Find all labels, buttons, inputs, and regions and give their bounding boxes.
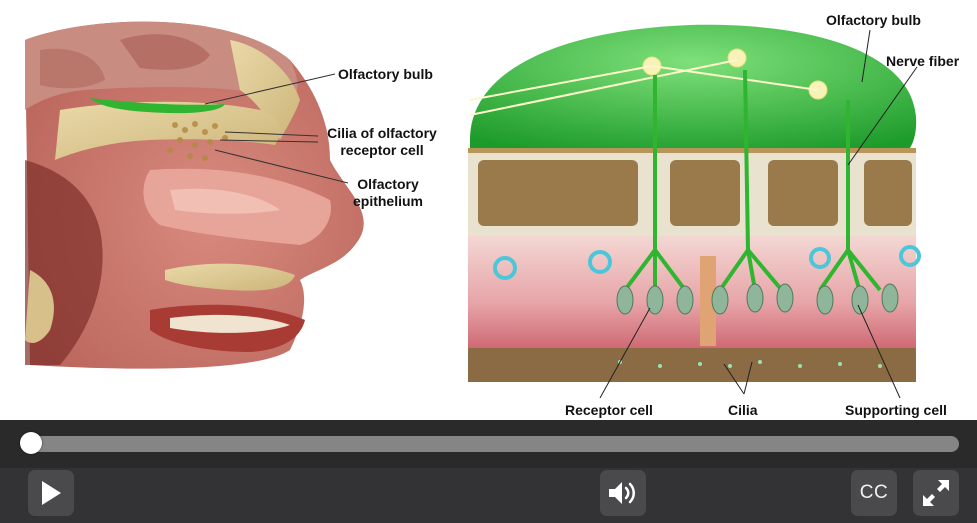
label-cilia-receptor-cell: Cilia of olfactory receptor cell [318, 125, 446, 159]
label-epithelium-line1: Olfactory [342, 176, 434, 193]
fullscreen-icon [921, 478, 951, 508]
label-cilia-receptor-line1: Cilia of olfactory [318, 125, 446, 142]
volume-button[interactable] [600, 470, 646, 516]
volume-icon [608, 480, 638, 506]
seek-track[interactable] [22, 436, 959, 452]
label-olfactory-epithelium: Olfactory epithelium [342, 176, 434, 210]
seek-handle[interactable] [20, 432, 42, 454]
video-control-bar: CC [0, 420, 977, 523]
play-icon [40, 480, 62, 506]
label-olfactory-bulb-right: Olfactory bulb [826, 12, 921, 29]
label-cilia-receptor-line2: receptor cell [318, 142, 446, 159]
label-olfactory-bulb-left: Olfactory bulb [338, 66, 433, 83]
play-button[interactable] [28, 470, 74, 516]
head-cross-section-illustration [0, 0, 460, 420]
label-supporting-cell: Supporting cell [845, 402, 947, 419]
video-frame: Olfactory bulb Cilia of olfactory recept… [0, 0, 977, 420]
progress-bar-area [0, 420, 977, 468]
captions-button[interactable]: CC [851, 470, 897, 516]
label-cilia: Cilia [728, 402, 758, 419]
label-epithelium-line2: epithelium [342, 193, 434, 210]
captions-label: CC [860, 482, 888, 504]
label-nerve-fiber: Nerve fiber [886, 53, 959, 70]
label-receptor-cell: Receptor cell [565, 402, 653, 419]
fullscreen-button[interactable] [913, 470, 959, 516]
